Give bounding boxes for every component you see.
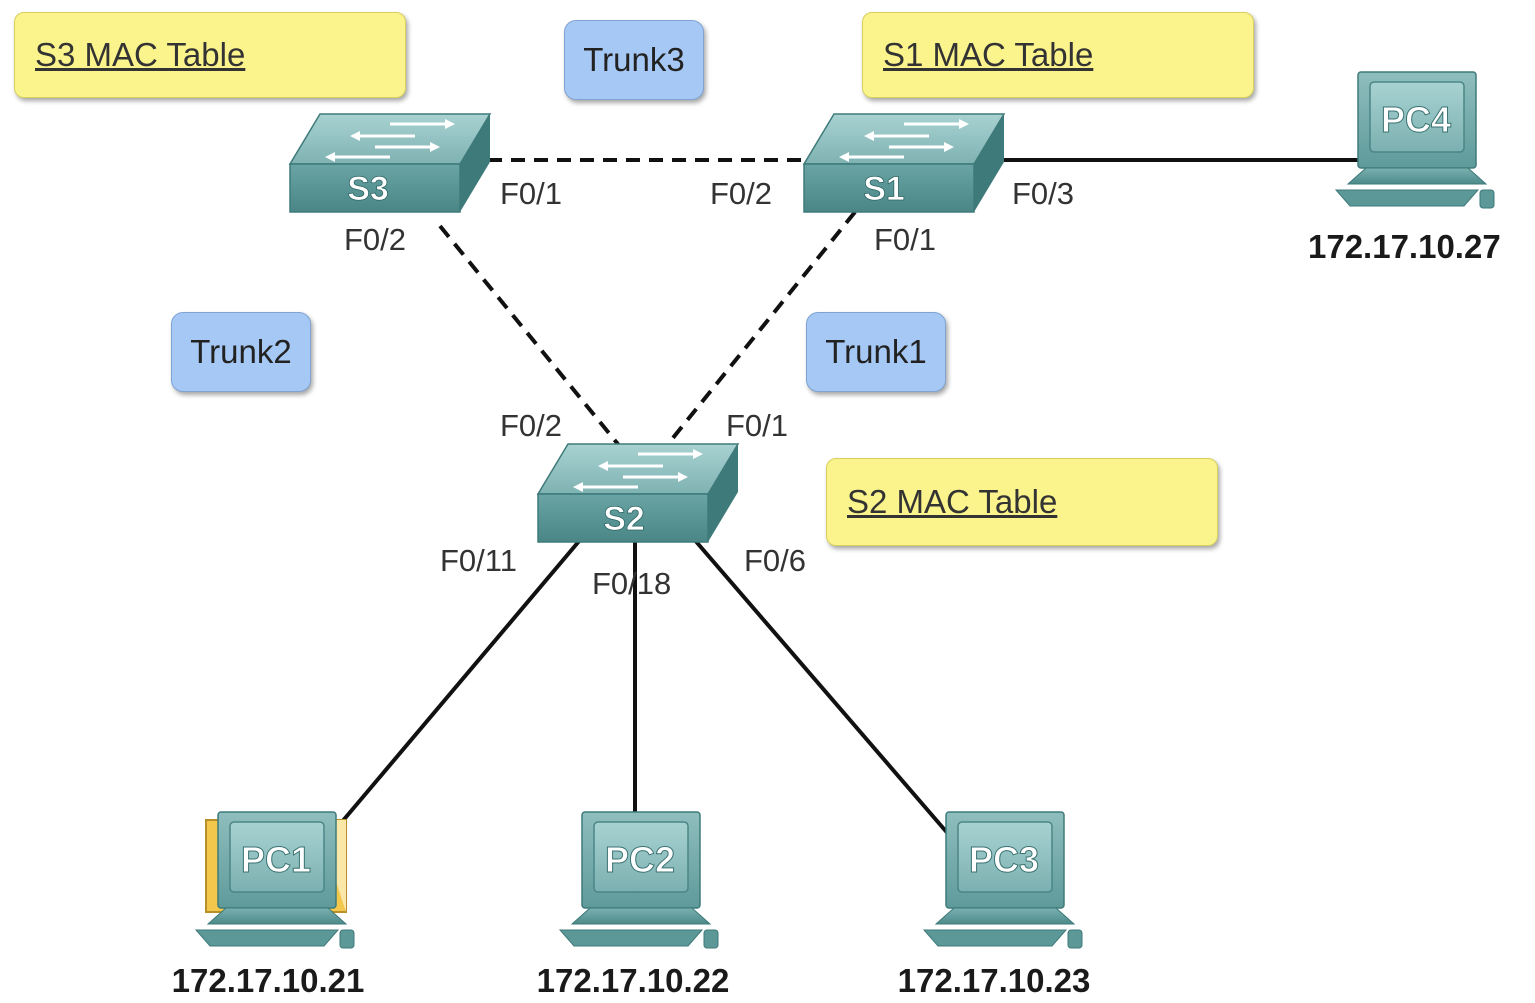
pc2-ip-address: 172.17.10.22 bbox=[536, 962, 730, 999]
s3-port-f0-2: F0/2 bbox=[344, 222, 407, 257]
s2-pc3-link bbox=[691, 536, 952, 838]
switch-s1-label: S1 bbox=[863, 170, 905, 208]
switch-s3-label: S3 bbox=[347, 170, 389, 208]
pc3[interactable]: PC3 bbox=[922, 811, 1083, 949]
pc3-ip-address: 172.17.10.23 bbox=[897, 962, 1091, 999]
trunk1-label: Trunk1 bbox=[825, 333, 927, 370]
switch-arrows-icon bbox=[573, 449, 703, 492]
s1-port-f0-1: F0/1 bbox=[874, 222, 937, 257]
pc1-label: PC1 bbox=[241, 839, 311, 880]
switch-arrows-icon bbox=[839, 119, 969, 162]
s2-port-f0-1: F0/1 bbox=[726, 408, 789, 443]
pc4-label: PC4 bbox=[1381, 99, 1451, 140]
trunk2-button[interactable]: Trunk2 bbox=[171, 312, 311, 392]
s1-mac-table-button[interactable]: S1 MAC Table bbox=[862, 12, 1254, 98]
s3-mac-table-label: S3 MAC Table bbox=[35, 36, 246, 73]
trunk1-link bbox=[658, 210, 857, 456]
s1-port-f0-3: F0/3 bbox=[1012, 176, 1075, 211]
pc3-label: PC3 bbox=[969, 839, 1039, 880]
trunk1-button[interactable]: Trunk1 bbox=[806, 312, 946, 392]
s2-mac-table-button[interactable]: S2 MAC Table bbox=[826, 458, 1218, 546]
switch-s2[interactable]: S2 bbox=[536, 443, 740, 543]
links bbox=[328, 158, 1370, 838]
s2-pc1-link bbox=[328, 538, 582, 838]
switch-s2-label: S2 bbox=[603, 500, 645, 538]
switch-s3[interactable]: S3 bbox=[288, 113, 492, 213]
switch-arrows-icon bbox=[325, 119, 455, 162]
s2-mac-table-label: S2 MAC Table bbox=[847, 483, 1058, 520]
trunk2-label: Trunk2 bbox=[190, 333, 292, 370]
s2-port-f0-6: F0/6 bbox=[744, 543, 807, 578]
s3-mac-table-button[interactable]: S3 MAC Table bbox=[14, 12, 406, 98]
s2-port-f0-18: F0/18 bbox=[592, 566, 672, 601]
pc2[interactable]: PC2 bbox=[558, 811, 719, 949]
pc1[interactable]: PC1 bbox=[194, 811, 355, 949]
pc2-label: PC2 bbox=[605, 839, 675, 880]
s2-port-f0-2: F0/2 bbox=[500, 408, 563, 443]
switch-s1[interactable]: S1 bbox=[802, 113, 1006, 213]
s2-port-f0-11: F0/11 bbox=[440, 543, 517, 578]
trunk3-button[interactable]: Trunk3 bbox=[564, 20, 704, 100]
s3-port-f0-1: F0/1 bbox=[500, 176, 563, 211]
pc4[interactable]: PC4 bbox=[1334, 71, 1495, 209]
pc1-ip-address: 172.17.10.21 bbox=[171, 962, 365, 999]
pc4-ip-address: 172.17.10.27 bbox=[1308, 228, 1501, 265]
s1-mac-table-label: S1 MAC Table bbox=[883, 36, 1094, 73]
trunk2-link bbox=[438, 224, 628, 456]
s1-port-f0-2: F0/2 bbox=[710, 176, 773, 211]
trunk3-label: Trunk3 bbox=[583, 41, 685, 78]
